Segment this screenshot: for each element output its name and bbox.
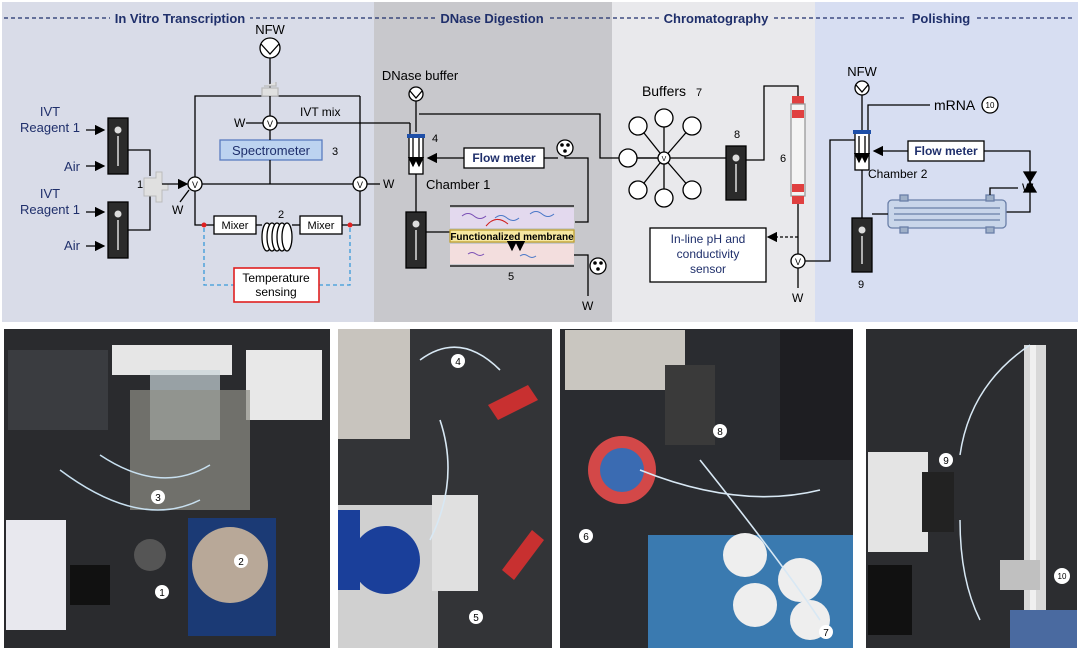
buffer-manifold: V <box>618 108 702 208</box>
svg-text:9: 9 <box>943 456 949 467</box>
w-label-chrom: W <box>792 291 804 305</box>
tff-module <box>887 194 1007 234</box>
inline-sensor-box <box>649 227 767 283</box>
svg-text:V: V <box>192 180 198 190</box>
w-label-ivt-3: W <box>383 177 395 191</box>
svg-text:4: 4 <box>455 357 461 368</box>
svg-text:V: V <box>357 180 363 190</box>
svg-text:10: 10 <box>1058 572 1067 581</box>
chamber-1 <box>408 135 424 175</box>
ivt-setup-photo: 3 2 1 <box>4 329 330 648</box>
svg-text:6: 6 <box>583 532 589 543</box>
marker-6: 6 <box>780 153 786 165</box>
marker-7: 7 <box>696 87 702 99</box>
marker-1: 1 <box>137 179 143 191</box>
svg-text:V: V <box>795 257 801 267</box>
svg-text:3: 3 <box>155 493 161 504</box>
chromatography-diagram: Buffers 7 V 8 <box>618 83 858 305</box>
flow-meter-label-1: Flow meter <box>472 151 536 165</box>
section-title-polishing: Polishing <box>912 11 971 26</box>
svg-text:V: V <box>662 156 667 163</box>
marker-9: 9 <box>858 279 864 291</box>
svg-text:7: 7 <box>823 628 829 639</box>
air-label-1: Air <box>64 159 81 174</box>
w-label-dnase: W <box>582 299 594 313</box>
section-title-chromatography: Chromatography <box>664 11 770 26</box>
svg-text:V: V <box>267 119 273 129</box>
chamber-2-label: Chamber 2 <box>868 167 928 181</box>
nfw-label-polish: NFW <box>847 64 877 79</box>
section-title-dnase: DNase Digestion <box>440 11 543 26</box>
marker-8: 8 <box>734 129 740 141</box>
air-label-2: Air <box>64 238 81 253</box>
chromatography-column <box>790 96 806 204</box>
chamber-1-label: Chamber 1 <box>426 177 490 192</box>
marker-3: 3 <box>332 146 338 158</box>
w-label-ivt-2: W <box>234 116 246 130</box>
syringe-pump-2 <box>107 201 129 259</box>
mrna-label: mRNA <box>934 97 976 113</box>
chamber-2 <box>854 131 870 171</box>
svg-text:5: 5 <box>473 613 479 624</box>
ivt-mix-label: IVT mix <box>300 105 340 119</box>
dnase-diagram: DNase buffer 4 Chamber 1 Flow meter Func… <box>382 68 664 313</box>
dnase-buffer-label: DNase buffer <box>382 68 459 83</box>
w-label-polish: W <box>1022 181 1034 195</box>
buffers-label: Buffers <box>642 83 686 99</box>
spectrometer-box <box>219 139 323 161</box>
syringe-pump-1 <box>107 117 129 175</box>
svg-text:8: 8 <box>717 427 723 438</box>
functionalized-membrane-label: Functionalized membrane <box>450 232 574 243</box>
marker-10: 10 <box>986 101 995 110</box>
polishing-setup-photo: 9 10 <box>866 329 1077 648</box>
mixer-right-label: Mixer <box>308 220 335 232</box>
marker-4: 4 <box>432 133 438 145</box>
marker-5: 5 <box>508 271 514 283</box>
temperature-sensing-box <box>233 267 320 303</box>
polishing-diagram: NFW mRNA 10 Chamber 2 Flow meter <box>847 64 1038 291</box>
section-title-ivt: In Vitro Transcription <box>115 11 246 26</box>
spectrometer-label: Spectrometer <box>232 143 311 158</box>
svg-text:2: 2 <box>238 557 244 568</box>
mixer-left-label: Mixer <box>222 220 249 232</box>
reactor-coil <box>261 222 293 252</box>
w-label-ivt-1: W <box>172 203 184 217</box>
marker-2: 2 <box>278 209 284 221</box>
flow-meter-label-2: Flow meter <box>914 144 978 158</box>
chromatography-setup-photo: 8 6 7 <box>560 329 853 648</box>
dnase-setup-photo: 4 5 <box>338 329 552 648</box>
svg-text:1: 1 <box>159 588 165 599</box>
nfw-label-ivt: NFW <box>255 22 285 37</box>
